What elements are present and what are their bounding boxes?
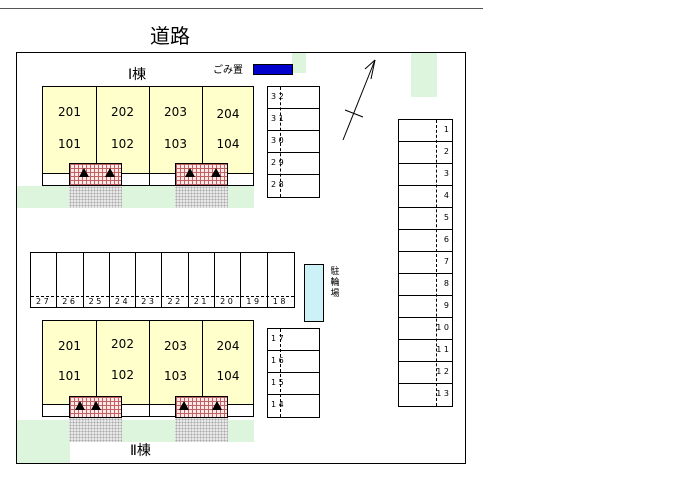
parking-space: 2 4	[110, 253, 137, 307]
entrance-area	[69, 396, 122, 418]
gravel-path	[175, 418, 228, 442]
green-area	[292, 53, 306, 73]
green-area	[411, 53, 437, 97]
unit-number-lower: 102	[111, 137, 134, 151]
parking-space: 2 9	[268, 153, 319, 175]
parking-space: 8	[399, 274, 452, 296]
parking-space: 2 7	[31, 253, 58, 307]
garbage-area	[253, 64, 293, 75]
parking-space: 3 2	[268, 87, 319, 109]
parking-space: 2	[399, 142, 452, 164]
parking-block-upper-right: 3 2 3 1 3 0 2 9 2 8	[267, 86, 320, 198]
unit-number-lower: 102	[111, 368, 134, 382]
unit: 203 103	[149, 321, 203, 404]
unit-number-upper: 201	[58, 105, 81, 119]
unit: 203 103	[149, 87, 203, 173]
unit: 201 101	[43, 321, 97, 404]
entrance-marker-icon	[185, 168, 195, 177]
unit: 204 104	[202, 321, 254, 404]
green-area	[17, 420, 70, 463]
road-edge-line	[0, 8, 483, 9]
unit-number-upper: 204	[216, 107, 240, 121]
unit-number-lower: 101	[58, 369, 81, 383]
unit-number-upper: 201	[58, 339, 81, 353]
unit-number-upper: 202	[111, 337, 134, 351]
parking-space: 1 8	[272, 297, 286, 306]
parking-space: 2 0	[215, 253, 242, 307]
entrance-marker-icon	[212, 401, 222, 410]
parking-space: 2 1	[189, 253, 216, 307]
parking-space: 1 9	[241, 253, 268, 307]
entrance-marker-icon	[79, 168, 89, 177]
garbage-label: ごみ置	[213, 65, 243, 76]
parking-space: 3 1	[268, 109, 319, 131]
parking-space: 5	[399, 208, 452, 230]
gravel-path	[175, 186, 228, 208]
unit-number-upper: 203	[164, 339, 187, 353]
parking-space: 2 3	[136, 253, 163, 307]
parking-space: 2 2	[163, 253, 189, 307]
entrance-area	[175, 163, 228, 186]
unit-number-lower: 103	[164, 137, 187, 151]
north-arrow-icon	[342, 59, 376, 141]
parking-space: 7	[399, 252, 452, 274]
entrance-area	[175, 396, 228, 418]
unit: 202 102	[96, 321, 150, 404]
parking-space: 1 5	[268, 373, 319, 395]
parking-space: 1 4	[271, 400, 284, 409]
parking-space: 1 0	[399, 318, 452, 340]
gravel-path	[69, 186, 122, 208]
unit-number-lower: 101	[58, 137, 81, 151]
unit: 201 101	[43, 87, 97, 173]
building-1: 201 101 202 102 203 103 204 104	[42, 86, 254, 174]
parking-space: 2 8	[271, 180, 284, 189]
gravel-path	[69, 418, 122, 442]
road-label: 道路	[150, 24, 190, 48]
unit: 202 102	[96, 87, 150, 173]
bicycle-parking	[304, 264, 324, 322]
entrance-marker-icon	[105, 168, 115, 177]
parking-block-lower-right: 1 7 1 6 1 5 1 4	[267, 328, 320, 418]
unit-number-lower: 104	[216, 137, 240, 151]
unit-number-upper: 202	[111, 105, 134, 119]
parking-space: 9	[399, 296, 452, 318]
parking-space: 2 5	[84, 253, 110, 307]
unit-number-lower: 103	[164, 369, 187, 383]
entrance-marker-icon	[179, 401, 189, 410]
entrance-marker-icon	[211, 168, 221, 177]
entrance-marker-icon	[91, 401, 101, 410]
parking-space: 3 0	[268, 131, 319, 153]
unit: 204 104	[202, 87, 254, 173]
parking-space: 1 7	[268, 329, 319, 351]
parking-space: 1 3	[436, 389, 449, 398]
parking-space: 3	[399, 164, 452, 186]
parking-space: 1 2	[399, 362, 452, 384]
building-1-label: Ⅰ棟	[128, 67, 147, 83]
building-2-label: Ⅱ棟	[130, 443, 151, 459]
unit-number-upper: 203	[164, 105, 187, 119]
parking-space: 6	[399, 230, 452, 252]
building-2: 201 101 202 102 203 103 204 104	[42, 320, 254, 405]
entrance-area	[69, 163, 122, 186]
parking-space: 1	[399, 120, 452, 142]
parking-space: 2 6	[57, 253, 84, 307]
parking-space: 1 1	[399, 340, 452, 362]
bicycle-parking-label: 駐 輪 場	[330, 267, 340, 299]
unit-number-upper: 204	[216, 339, 240, 353]
parking-space: 1 6	[268, 351, 319, 373]
entrance-marker-icon	[75, 401, 85, 410]
parking-space: 4	[399, 186, 452, 208]
unit-number-lower: 104	[216, 369, 240, 383]
